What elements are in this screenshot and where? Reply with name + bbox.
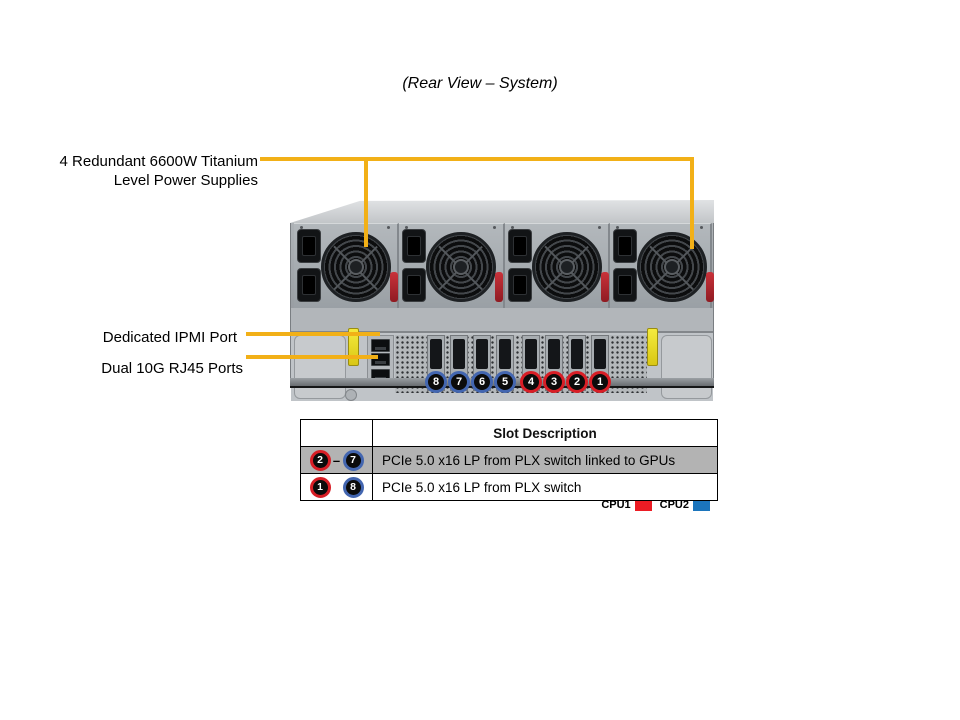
psu-callout-line (260, 157, 694, 161)
slot-description-text: PCIe 5.0 x16 LP from PLX switch (382, 479, 582, 495)
screw-icon (405, 226, 408, 229)
badge-separator: – (332, 452, 341, 468)
slot-description-header: Slot Description (493, 425, 597, 441)
psu-release-latch (706, 272, 714, 302)
screw-icon (300, 226, 303, 229)
slot-description-cell: PCIe 5.0 x16 LP from PLX switch (373, 474, 717, 500)
fan-grille-icon (637, 232, 707, 302)
psu-module (294, 223, 399, 308)
slot-number-badge: 8 (342, 476, 364, 498)
pcie-slot-opening (525, 339, 537, 369)
slot-number-badge: 3 (543, 371, 565, 393)
legend-item: CPU1 (601, 499, 652, 511)
slot-number-badge: 8 (425, 371, 447, 393)
pcie-slot-opening (476, 339, 488, 369)
slot-number-badge: 5 (494, 371, 516, 393)
slot-number-badge: 7 (342, 449, 364, 471)
thumbscrew-icon (345, 389, 357, 401)
pcie-slot-opening (453, 339, 465, 369)
legend-item: CPU2 (660, 499, 710, 511)
table-header-cell: Slot Description (373, 420, 717, 446)
legend-label: CPU1 (601, 499, 631, 511)
fan-grille-icon (426, 232, 496, 302)
chassis-seam (291, 331, 713, 333)
pcie-slot-opening (571, 339, 583, 369)
power-inlet-icon (613, 268, 637, 302)
table-row: 2–7 PCIe 5.0 x16 LP from PLX switch linke… (301, 446, 717, 473)
power-inlet-icon (508, 229, 532, 263)
slot-number-badge: 2 (309, 449, 331, 471)
power-inlet-icon (508, 268, 532, 302)
fan-hub (664, 259, 680, 275)
slot-number-badge: 4 (520, 371, 542, 393)
screw-icon (511, 226, 514, 229)
psu-release-latch (601, 272, 609, 302)
slot-number-badge: 1 (309, 476, 331, 498)
slot-badges-cell: 2–7 (301, 447, 373, 473)
slot-description-text: PCIe 5.0 x16 LP from PLX switch linked t… (382, 452, 676, 468)
screw-icon (387, 226, 390, 229)
pcie-slot-opening (430, 339, 442, 369)
power-inlet-icon (402, 229, 426, 263)
psu-module (505, 223, 610, 308)
blank-panel-right (661, 335, 712, 399)
psu-release-latch (390, 272, 398, 302)
power-inlet-icon (297, 268, 321, 302)
fan-grille-icon (321, 232, 391, 302)
fan-grille-icon (532, 232, 602, 302)
power-inlet-icon (297, 229, 321, 263)
psu-callout-line1: 4 Redundant 6600W Titanium (59, 153, 258, 170)
psu-callout-line2: Level Power Supplies (113, 172, 258, 189)
screw-icon (616, 226, 619, 229)
slot-number-badge: 1 (589, 371, 611, 393)
pcie-slot-opening (548, 339, 560, 369)
psu-callout-pointer-left (364, 157, 368, 247)
psu-row (291, 223, 714, 308)
ipmi-callout-label: Dedicated IPMI Port (102, 329, 237, 346)
psu-callout-pointer-right (690, 157, 694, 249)
fan-hub (348, 259, 364, 275)
yellow-latch-right (647, 328, 658, 366)
chassis-top-face (290, 200, 714, 223)
slot-number-badge: 2 (566, 371, 588, 393)
rj45-port (371, 339, 390, 352)
power-inlet-icon (613, 229, 637, 263)
slot-description-cell: PCIe 5.0 x16 LP from PLX switch linked t… (373, 447, 717, 473)
fan-hub (453, 259, 469, 275)
psu-module (399, 223, 505, 308)
ipmi-callout-line (246, 332, 380, 336)
legend-swatch (693, 499, 710, 511)
pcie-slot-opening (499, 339, 511, 369)
psu-callout-label: 4 Redundant 6600W Titanium Level Power S… (60, 152, 258, 190)
blank-panel-left (294, 335, 346, 399)
screw-icon (700, 226, 703, 229)
legend-swatch (634, 499, 652, 511)
screw-icon (598, 226, 601, 229)
table-header-empty-cell (301, 420, 373, 446)
fan-hub (559, 259, 575, 275)
slot-number-badge: 7 (448, 371, 470, 393)
slot-number-badge: 6 (471, 371, 493, 393)
psu-release-latch (495, 272, 503, 302)
psu-module (610, 223, 714, 308)
screw-icon (493, 226, 496, 229)
cpu-legend: CPU1 CPU2 (300, 499, 710, 511)
legend-label: CPU2 (659, 499, 689, 511)
power-inlet-icon (402, 268, 426, 302)
pcie-slot-opening (594, 339, 606, 369)
table-header-row: Slot Description (301, 420, 717, 446)
page-title: (Rear View – System) (402, 75, 558, 92)
yellow-latch-left (348, 328, 359, 366)
rj45-callout-label: Dual 10G RJ45 Ports (101, 360, 243, 377)
rj45-callout-line (246, 355, 378, 359)
